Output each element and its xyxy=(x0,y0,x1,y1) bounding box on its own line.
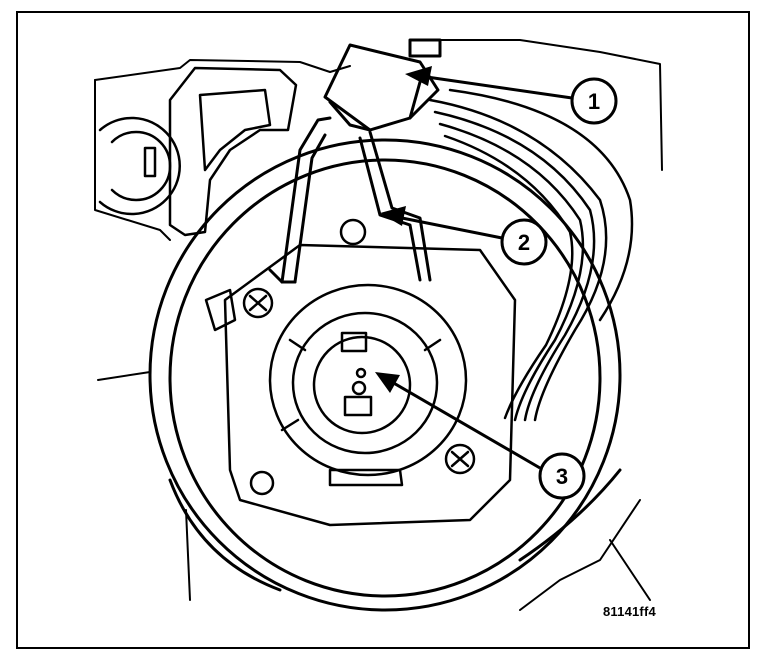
mounting-bracket xyxy=(168,66,298,237)
callout-arrow-2 xyxy=(380,206,503,240)
callout-2: 2 xyxy=(500,218,548,266)
electrical-connector xyxy=(323,38,442,132)
housing-outline xyxy=(94,39,663,611)
callout-3: 3 xyxy=(538,452,586,500)
callout-1-label: 1 xyxy=(588,89,600,114)
mounting-plate xyxy=(204,218,517,527)
bulb-terminals xyxy=(340,331,373,417)
lamp-housing-rings xyxy=(148,138,622,612)
callout-2-label: 2 xyxy=(518,230,530,255)
left-socket xyxy=(98,116,181,216)
callout-arrow-1 xyxy=(405,66,573,100)
wire-harness xyxy=(428,88,634,422)
callout-3-label: 3 xyxy=(556,464,568,489)
callout-arrow-3 xyxy=(375,372,541,470)
callout-1: 1 xyxy=(570,77,618,125)
callout-arrows xyxy=(375,66,573,470)
bulb-base xyxy=(268,283,468,487)
figure-code: 81141ff4 xyxy=(603,604,656,619)
